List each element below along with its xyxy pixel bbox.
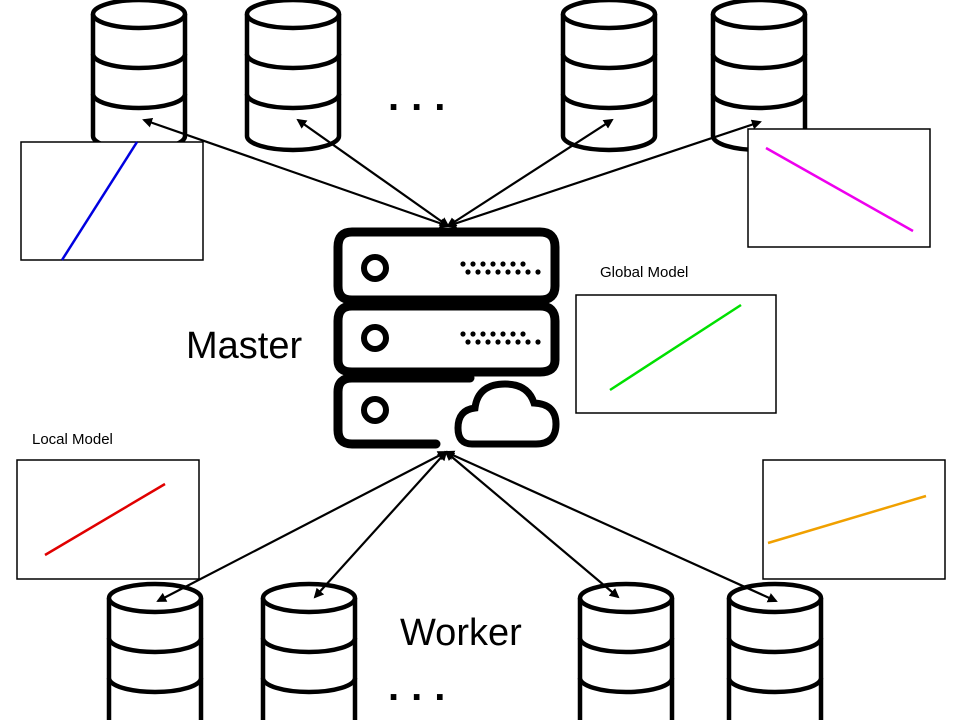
worker-database-icon-top-3 bbox=[563, 0, 655, 150]
worker-database-icon-top-2 bbox=[247, 0, 339, 150]
worker-label: Worker bbox=[400, 612, 522, 654]
worker-database-icon-bottom-4 bbox=[729, 584, 821, 720]
server-dots bbox=[460, 261, 541, 345]
worker-database-icon-top-4 bbox=[713, 0, 805, 150]
master-label: Master bbox=[186, 325, 302, 367]
worker-database-icon-bottom-1 bbox=[109, 584, 201, 720]
global-model-label: Global Model bbox=[600, 264, 688, 281]
local-model-plot-bottom-left bbox=[16, 459, 200, 580]
model-line-magenta bbox=[765, 146, 914, 233]
model-line-green bbox=[609, 303, 742, 392]
local-model-plot-bottom-right bbox=[762, 459, 946, 580]
worker-database-icon-bottom-2 bbox=[263, 584, 355, 720]
worker-database-icon-top-1 bbox=[93, 0, 185, 150]
ellipsis-bottom: ... bbox=[388, 665, 457, 709]
server-cloud-icon bbox=[333, 227, 560, 449]
local-model-label: Local Model bbox=[32, 431, 113, 448]
local-model-plot-top-right bbox=[747, 128, 931, 248]
worker-database-icon-bottom-3 bbox=[580, 584, 672, 720]
ellipsis-top: ... bbox=[388, 75, 457, 119]
model-line-blue bbox=[60, 141, 139, 261]
arrows-bottom bbox=[156, 450, 778, 603]
model-line-red bbox=[44, 482, 166, 557]
local-model-plot-top-left bbox=[20, 141, 204, 261]
model-line-orange bbox=[767, 494, 927, 545]
arrows-top bbox=[142, 117, 762, 229]
global-model-plot bbox=[575, 294, 777, 414]
